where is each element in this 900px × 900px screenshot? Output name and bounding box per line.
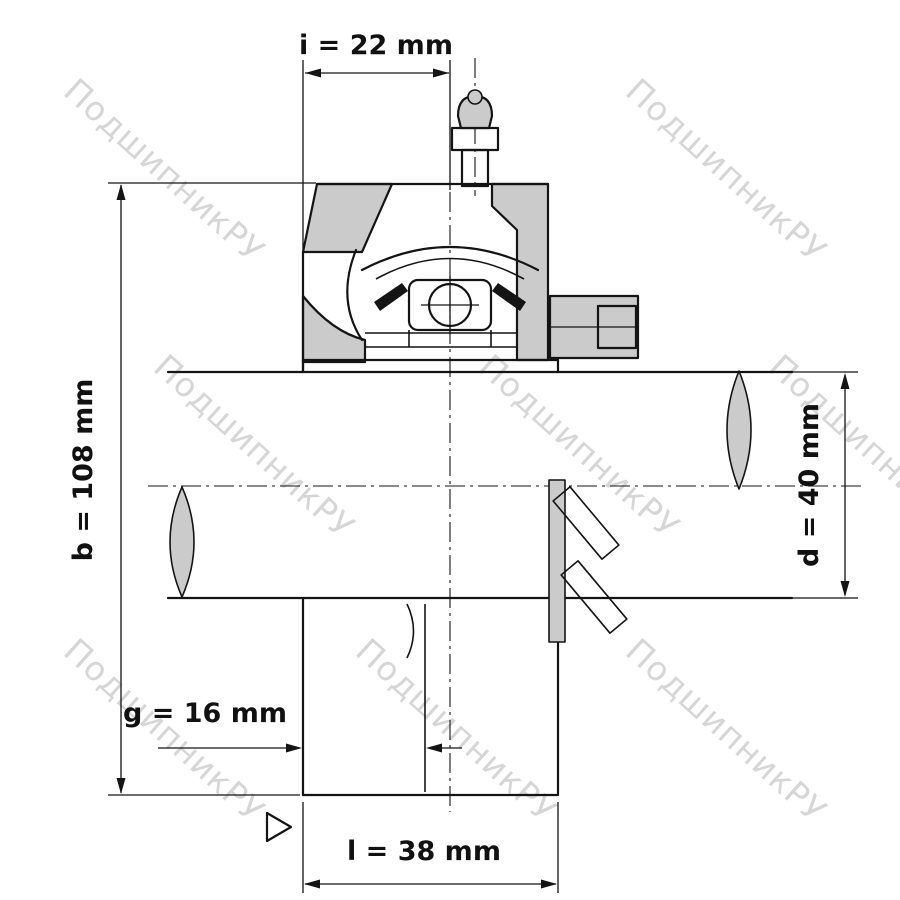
bearing (360, 245, 540, 348)
shaft-break-left (169, 486, 195, 598)
shaft-break-right (726, 370, 752, 490)
dimension-i: i = 22 mm (299, 30, 453, 250)
watermark-text: ПодшипникРУ (472, 347, 688, 547)
seal-left (374, 283, 408, 311)
arrow-i-right (433, 68, 449, 78)
locking-collar (548, 294, 640, 360)
dimension-label-d: d = 40 mm (794, 403, 825, 567)
watermark-text: ПодшипникРУ (619, 71, 835, 271)
arrow-g-left (286, 743, 302, 753)
grease-fitting-ball-tip (467, 89, 483, 105)
shaft (166, 370, 794, 792)
arrow-l-right (541, 879, 557, 889)
dimension-b: b = 108 mm (68, 182, 316, 796)
shaft-break-curve (406, 603, 415, 659)
watermark-text: ПодшипникРУ (762, 347, 900, 547)
set-screws-lower (548, 479, 628, 643)
screw-guide-bar (548, 479, 566, 643)
dimension-label-i: i = 22 mm (299, 30, 453, 61)
arrow-l-left (304, 879, 320, 889)
housing-section-bottom-left (301, 294, 367, 364)
grease-fitting (450, 89, 500, 188)
arrow-i-left (305, 68, 321, 78)
watermark-text: ПодшипникРУ (349, 631, 565, 831)
angled-set-screw-2 (560, 560, 628, 634)
datum-triangle-icon (265, 811, 293, 843)
arrow-d-bottom (840, 581, 850, 597)
watermark-text: ПодшипникРУ (57, 631, 273, 831)
arrow-g-right (426, 743, 442, 753)
housing-section-left (301, 182, 394, 254)
angled-set-screw-1 (552, 486, 620, 560)
outer-race-arc-outer (360, 245, 540, 272)
arrow-b-bottom (116, 778, 126, 794)
section-marker (265, 811, 293, 843)
watermark-text: ПодшипникРУ (57, 71, 273, 271)
set-screw-head (596, 304, 638, 350)
dimension-l: l = 38 mm (302, 802, 559, 893)
arrow-d-top (840, 373, 850, 389)
seal-right (492, 283, 526, 311)
housing-bore-arc (346, 248, 364, 342)
dimension-label-l: l = 38 mm (347, 836, 501, 867)
outer-race-arc-inner (375, 257, 525, 280)
dimension-label-b: b = 108 mm (68, 379, 99, 562)
dimension-g: g = 16 mm (123, 698, 462, 753)
watermark-text: ПодшипникРУ (619, 631, 835, 831)
dimension-d: d = 40 mm (762, 371, 858, 599)
housing (301, 182, 560, 374)
arrow-b-top (116, 184, 126, 200)
dimension-label-g: g = 16 mm (123, 698, 287, 729)
